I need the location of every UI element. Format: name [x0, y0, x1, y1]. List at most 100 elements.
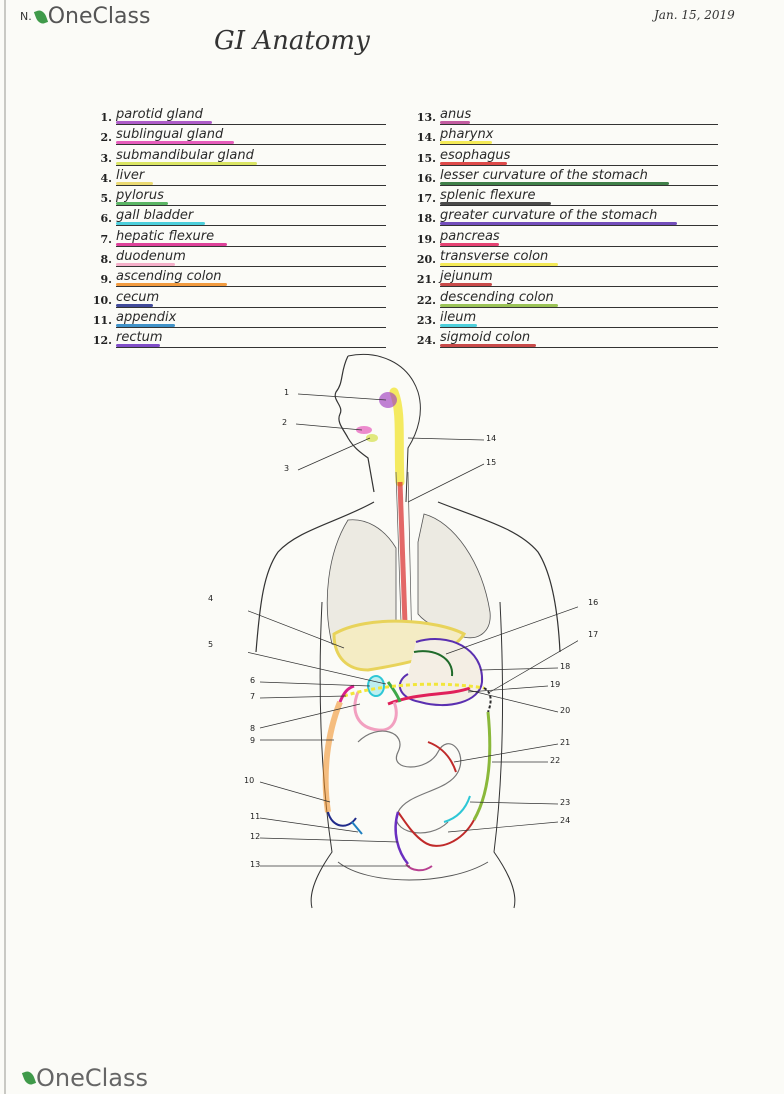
- handwritten-answer: sigmoid colon: [440, 330, 531, 346]
- highlighter-stroke: [440, 222, 677, 226]
- answer-row: 3. submandibular gland: [86, 148, 386, 168]
- answer-line: [440, 286, 718, 288]
- highlighter-stroke: [116, 283, 227, 287]
- diagram-callout-22: 22: [550, 756, 561, 765]
- answer-line: [116, 245, 386, 247]
- diagram-callout-15: 15: [486, 458, 497, 467]
- handwritten-answer: pancreas: [440, 228, 500, 244]
- highlighter-stroke: [440, 344, 537, 348]
- anus: [405, 863, 433, 872]
- handwritten-answer: anus: [440, 107, 472, 122]
- answer-number: 20.: [416, 253, 436, 267]
- diagram-callout-17: 17: [588, 630, 599, 639]
- answer-row: 7. hepatic flexure: [86, 229, 386, 249]
- highlighter-stroke: [116, 323, 176, 327]
- diagram-callout-13: 13: [250, 860, 261, 869]
- leaf-icon: [21, 1069, 37, 1087]
- answer-number: 18.: [416, 212, 436, 226]
- rectum: [394, 811, 409, 865]
- diagram-callout-18: 18: [560, 662, 571, 671]
- answer-line: [116, 184, 386, 186]
- handwritten-answer: cecum: [116, 289, 160, 305]
- answer-number: 15.: [416, 151, 436, 165]
- sublingual-gland: [356, 426, 372, 434]
- answer-number: 14.: [416, 131, 436, 145]
- highlighter-stroke: [116, 202, 168, 206]
- answer-row: 24. sigmoid colon: [410, 330, 718, 350]
- answer-row: 14.pharynx: [410, 127, 718, 147]
- lesser-curvature: [413, 650, 454, 677]
- left-shoulder: [255, 501, 375, 653]
- answer-number: 12.: [92, 334, 112, 348]
- handwritten-answer: liver: [116, 167, 145, 183]
- diagram-callout-4: 4: [208, 594, 214, 603]
- answer-row: 5.pylorus: [86, 188, 386, 208]
- answer-number: 22.: [416, 293, 436, 307]
- leader-lines: [248, 393, 578, 867]
- sigmoid-colon: [397, 811, 475, 847]
- answer-line: [440, 326, 718, 328]
- answer-line: [116, 306, 386, 308]
- handwritten-answer: sublingual gland: [116, 127, 224, 143]
- answer-row: 8. duodenum: [86, 249, 386, 269]
- answer-line: [440, 205, 718, 207]
- answer-number: 17.: [416, 192, 436, 206]
- answer-row: 17. splenic flexure: [410, 188, 718, 208]
- handwritten-answer: submandibular gland: [116, 147, 254, 163]
- answer-row: 22.descending colon: [410, 290, 718, 310]
- handwritten-answer: ileum: [440, 309, 477, 325]
- handwritten-answer: gall bladder: [116, 208, 194, 224]
- answer-row: 2.sublingual gland: [86, 127, 386, 147]
- answer-line: [116, 164, 386, 166]
- highlighter-stroke: [440, 121, 470, 124]
- right-shoulder: [437, 501, 561, 653]
- answer-number: 3.: [100, 151, 112, 165]
- diagram-callout-14: 14: [486, 434, 497, 443]
- answer-number: 7.: [100, 232, 112, 246]
- answer-line: [440, 124, 718, 125]
- answer-row: 4.liver: [86, 168, 386, 188]
- diagram-callout-21: 21: [560, 738, 571, 747]
- handwritten-answer: esophagus: [440, 147, 511, 163]
- answer-number: 21.: [416, 273, 436, 287]
- highlighter-stroke: [116, 222, 205, 226]
- ascending-colon: [322, 700, 343, 813]
- highlighter-stroke: [440, 263, 559, 267]
- highlighter-stroke: [116, 141, 235, 145]
- right-flank: [493, 601, 516, 909]
- diagram-callout-7: 7: [250, 692, 256, 701]
- splenic-flexure: [483, 687, 492, 713]
- answer-line: [116, 144, 386, 146]
- answer-line: [440, 347, 718, 349]
- answer-row: 23. ileum: [410, 310, 718, 330]
- oneclass-logo-bottom: OneClass: [21, 1064, 148, 1092]
- answer-row: 11.appendix: [86, 310, 386, 330]
- answer-number: 23.: [416, 313, 436, 327]
- answer-line: [440, 306, 718, 308]
- answer-number: 19.: [416, 232, 436, 246]
- handwritten-answer: hepatic flexure: [116, 228, 215, 244]
- logo-text: OneClass: [47, 4, 151, 29]
- answer-line: [116, 124, 386, 125]
- jejunum: [427, 741, 457, 773]
- answer-line: [116, 205, 386, 207]
- skull-outline: [347, 354, 421, 503]
- handwritten-answer: jejunum: [440, 269, 493, 285]
- answer-row: 9.ascending colon: [86, 269, 386, 289]
- answer-line: [440, 184, 718, 186]
- head-outline: [334, 355, 375, 493]
- handwritten-answer: splenic flexure: [440, 188, 536, 204]
- answer-number: 11.: [92, 313, 112, 327]
- handwritten-answer: duodenum: [116, 249, 186, 265]
- highlighter-stroke: [440, 181, 670, 185]
- answer-number: 8.: [100, 253, 112, 267]
- highlighter-stroke: [116, 242, 227, 246]
- answer-number: 24.: [416, 334, 436, 348]
- left-lung: [417, 513, 491, 638]
- highlighter-stroke: [116, 181, 153, 185]
- page-title: GI Anatomy: [214, 26, 370, 56]
- diagram-callout-10: 10: [244, 776, 255, 785]
- diagram-callout-9: 9: [250, 736, 256, 745]
